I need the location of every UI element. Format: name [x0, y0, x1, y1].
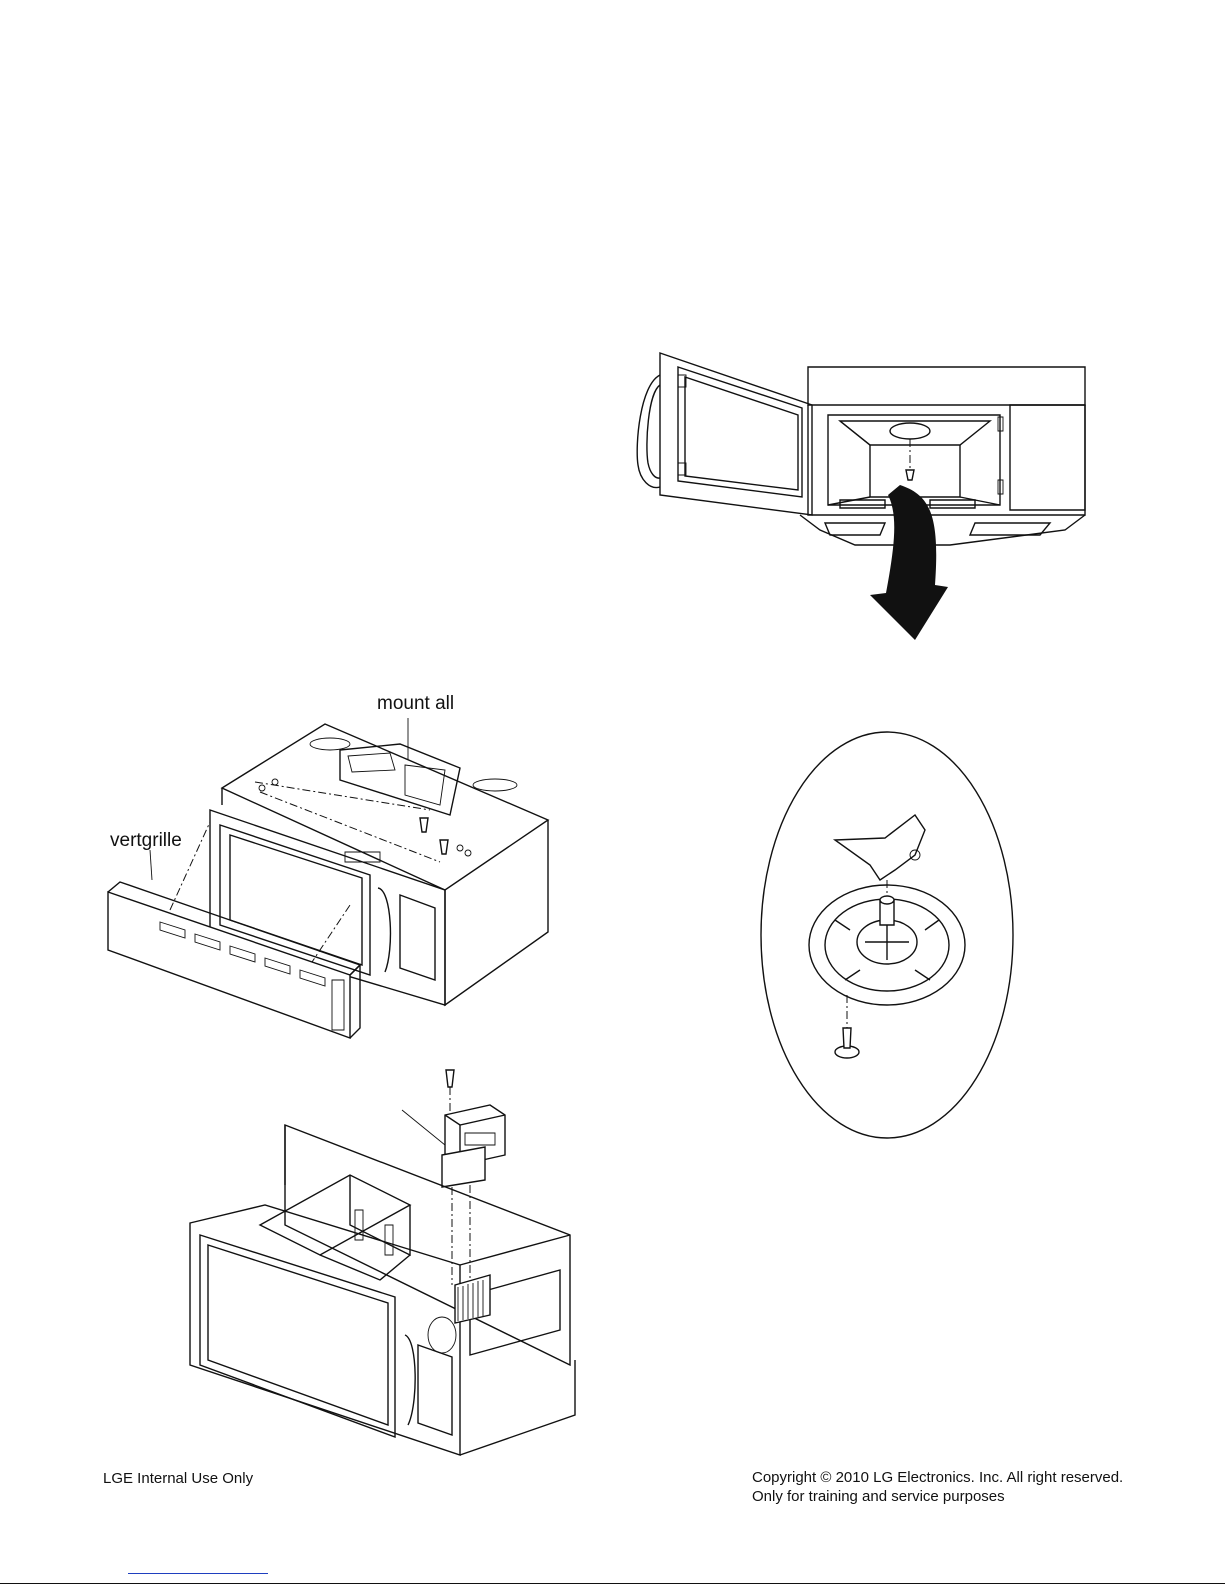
vent-grille-mount-figure: [100, 710, 560, 1060]
internal-component-figure: [180, 1065, 580, 1470]
lamp-cover-screw-icon: [906, 470, 914, 480]
oven-open-door-figure: [630, 345, 1095, 645]
footer-purpose: Only for training and service purposes: [752, 1488, 1005, 1507]
footer-copyright: Copyright © 2010 LG Electronics. Inc. Al…: [752, 1469, 1123, 1488]
bottom-rule: [0, 1583, 1225, 1584]
footer-internal-use: LGE Internal Use Only: [103, 1470, 253, 1489]
stirrer-fan-figure: [755, 730, 1020, 1145]
footer-link-underline[interactable]: [128, 1573, 268, 1574]
